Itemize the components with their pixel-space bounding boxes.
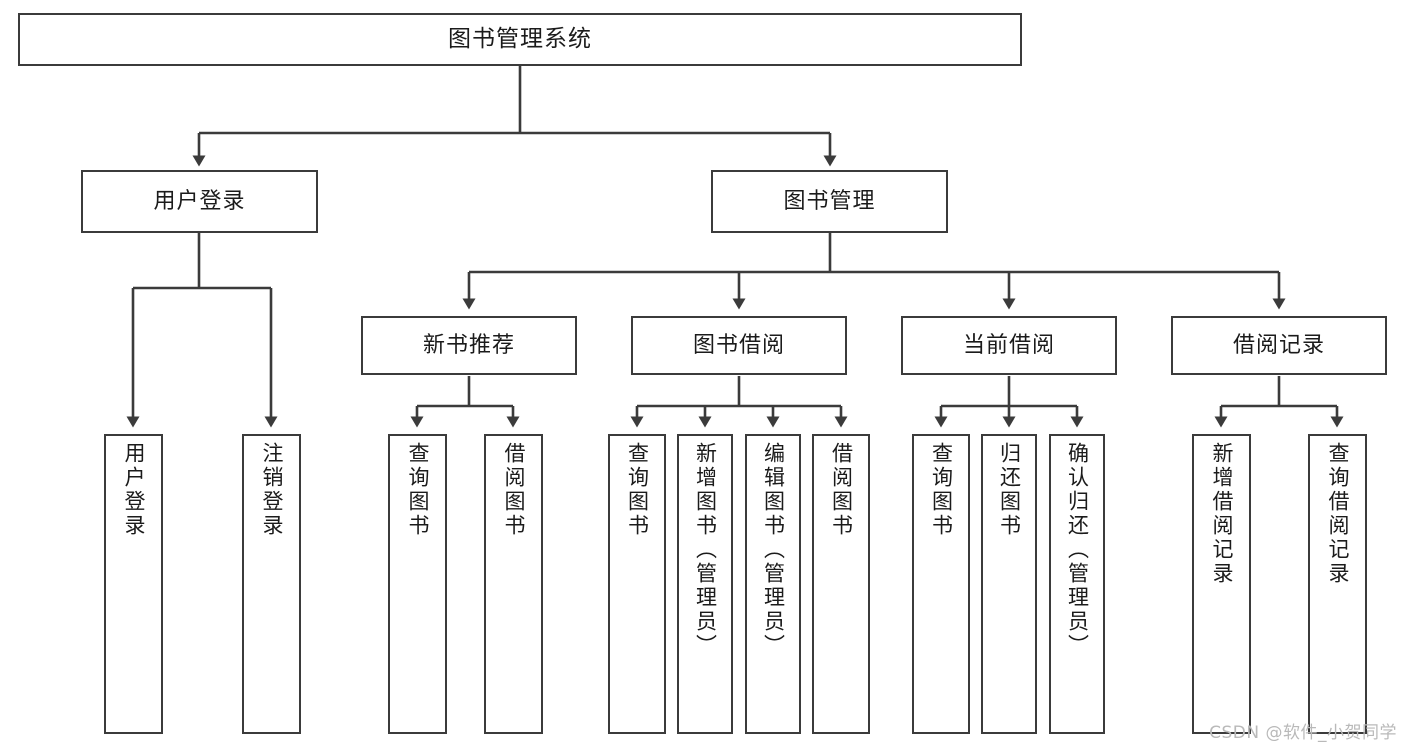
node-user-login[interactable]: 用户登录	[81, 170, 318, 233]
node-leaf-logout[interactable]: 注销登录	[242, 434, 301, 734]
node-label: 图书管理系统	[448, 25, 592, 52]
node-label: 查询图书	[929, 442, 954, 538]
node-label: 用户登录	[122, 442, 146, 538]
node-new-book-rec[interactable]: 新书推荐	[361, 316, 577, 375]
node-label: 编辑图书（管理员）	[761, 442, 786, 658]
node-label: 借阅图书	[502, 442, 526, 538]
node-label: 借阅记录	[1232, 332, 1325, 358]
node-label: 查询图书	[625, 442, 650, 538]
node-label: 图书借阅	[692, 332, 785, 358]
node-borrow-record[interactable]: 借阅记录	[1171, 316, 1387, 375]
node-leaf-add-borrow-record[interactable]: 新增借阅记录	[1192, 434, 1251, 734]
node-label: 确认归还（管理员）	[1065, 442, 1090, 658]
node-label: 新增图书（管理员）	[693, 442, 718, 658]
node-label: 查询借阅记录	[1326, 442, 1350, 586]
node-label: 注销登录	[260, 442, 284, 538]
node-leaf-edit-book-admin[interactable]: 编辑图书（管理员）	[745, 434, 801, 734]
node-leaf-query-book-borrow[interactable]: 查询图书	[608, 434, 666, 734]
node-label: 新增借阅记录	[1210, 442, 1234, 586]
node-leaf-query-borrow-record[interactable]: 查询借阅记录	[1308, 434, 1367, 734]
node-root-system[interactable]: 图书管理系统	[18, 13, 1022, 66]
watermark-text: CSDN @软件_小贺同学	[1209, 723, 1397, 743]
node-book-manage[interactable]: 图书管理	[711, 170, 948, 233]
node-label: 当前借阅	[962, 332, 1055, 358]
node-leaf-borrow-book[interactable]: 借阅图书	[812, 434, 870, 734]
node-label: 用户登录	[153, 188, 246, 214]
node-book-borrow[interactable]: 图书借阅	[631, 316, 847, 375]
node-leaf-confirm-return-admin[interactable]: 确认归还（管理员）	[1049, 434, 1105, 734]
node-current-borrow[interactable]: 当前借阅	[901, 316, 1117, 375]
node-label: 借阅图书	[829, 442, 854, 538]
node-leaf-return-book[interactable]: 归还图书	[981, 434, 1037, 734]
node-label: 图书管理	[783, 188, 876, 214]
node-leaf-query-book-current[interactable]: 查询图书	[912, 434, 970, 734]
node-leaf-user-login[interactable]: 用户登录	[104, 434, 163, 734]
node-label: 归还图书	[997, 442, 1022, 538]
node-leaf-add-book-admin[interactable]: 新增图书（管理员）	[677, 434, 733, 734]
node-leaf-borrow-book-rec[interactable]: 借阅图书	[484, 434, 543, 734]
node-label: 查询图书	[406, 442, 430, 538]
node-label: 新书推荐	[422, 332, 515, 358]
node-leaf-query-book-rec[interactable]: 查询图书	[388, 434, 447, 734]
